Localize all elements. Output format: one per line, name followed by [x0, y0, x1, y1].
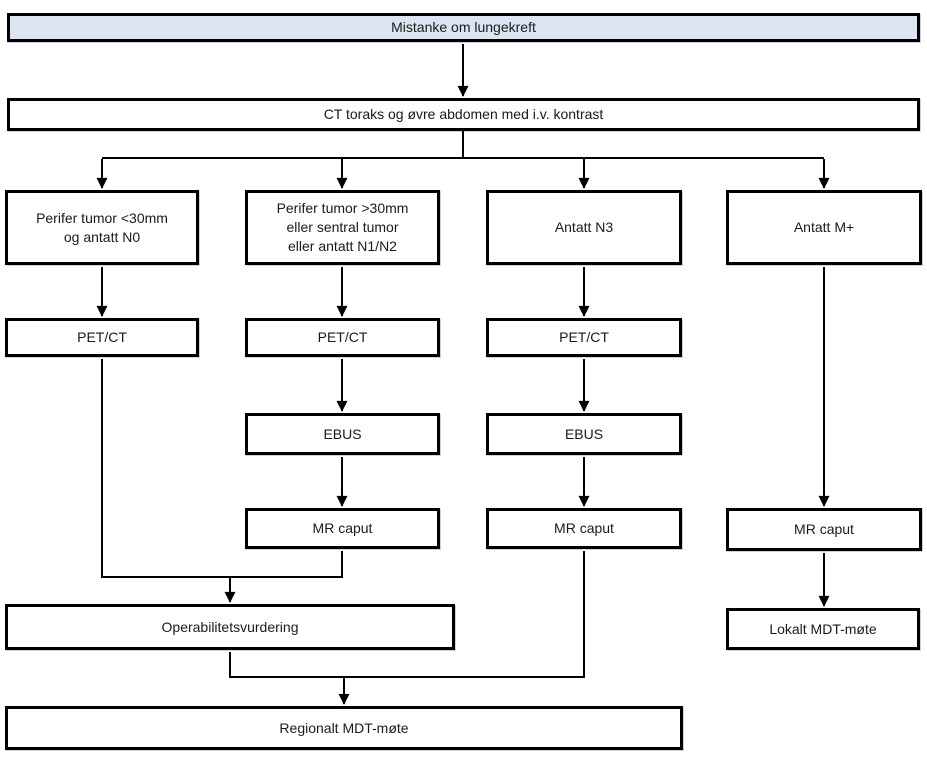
node-label: Mistanke om lungekreft [391, 19, 536, 35]
node-petct-col1: PET/CT [5, 318, 199, 357]
node-ebus-col3: EBUS [486, 413, 682, 455]
node-label: EBUS [564, 425, 604, 442]
node-label: PET/CT [317, 329, 368, 345]
line-mrcaput2-elbow-to-operability [230, 551, 343, 578]
node-ct-thorax-abdomen: CT toraks og øvre abdomen med i.v. kontr… [7, 98, 920, 131]
node-mr-caput-col3: MR caput [486, 508, 682, 549]
node-petct-col3: PET/CT [486, 318, 682, 357]
node-peripheral-tumor-over-30mm: Perifer tumor >30mm eller sentral tumor … [245, 190, 440, 265]
line-petct1-elbow-to-operability [101, 359, 230, 578]
node-label-line: og antatt N0 [63, 228, 141, 245]
node-ebus-col2: EBUS [245, 413, 440, 455]
node-local-mdt-meeting: Lokalt MDT-møte [726, 608, 920, 650]
node-label-line: Perifer tumor >30mm [276, 200, 409, 216]
node-assumed-m-plus: Antatt M+ [726, 190, 922, 265]
node-petct-col2: PET/CT [245, 318, 440, 357]
node-label: Lokalt MDT-møte [769, 620, 877, 637]
node-label: MR caput [312, 520, 373, 536]
node-operability-assessment: Operabilitetsvurdering [5, 604, 455, 650]
node-mr-caput-col2: MR caput [245, 508, 440, 549]
node-label: MR caput [794, 521, 854, 537]
node-label: CT toraks og øvre abdomen med i.v. kontr… [323, 106, 604, 122]
node-label-line: Perifer tumor <30mm [36, 209, 168, 226]
node-label: EBUS [323, 425, 362, 442]
node-assumed-n3: Antatt N3 [486, 190, 682, 265]
node-label: PET/CT [77, 329, 127, 345]
node-label: MR caput [554, 520, 614, 536]
node-mr-caput-col4: MR caput [726, 508, 922, 551]
node-suspected-lung-cancer: Mistanke om lungekreft [7, 13, 920, 42]
node-label-line: eller sentral tumor [286, 219, 399, 235]
node-label: Regionalt MDT-møte [279, 719, 409, 736]
node-regional-mdt-meeting: Regionalt MDT-møte [5, 706, 683, 750]
node-label-line: eller antatt N1/N2 [288, 238, 397, 254]
node-label: Antatt M+ [793, 219, 855, 235]
node-peripheral-tumor-under-30mm: Perifer tumor <30mm og antatt N0 [5, 190, 199, 265]
node-label: Antatt N3 [554, 219, 614, 235]
node-label: Operabilitetsvurdering [161, 618, 299, 635]
node-label: PET/CT [559, 329, 609, 345]
line-operability-elbow-to-regional [229, 652, 344, 678]
line-mrcaput3-elbow-to-regional [344, 551, 585, 678]
